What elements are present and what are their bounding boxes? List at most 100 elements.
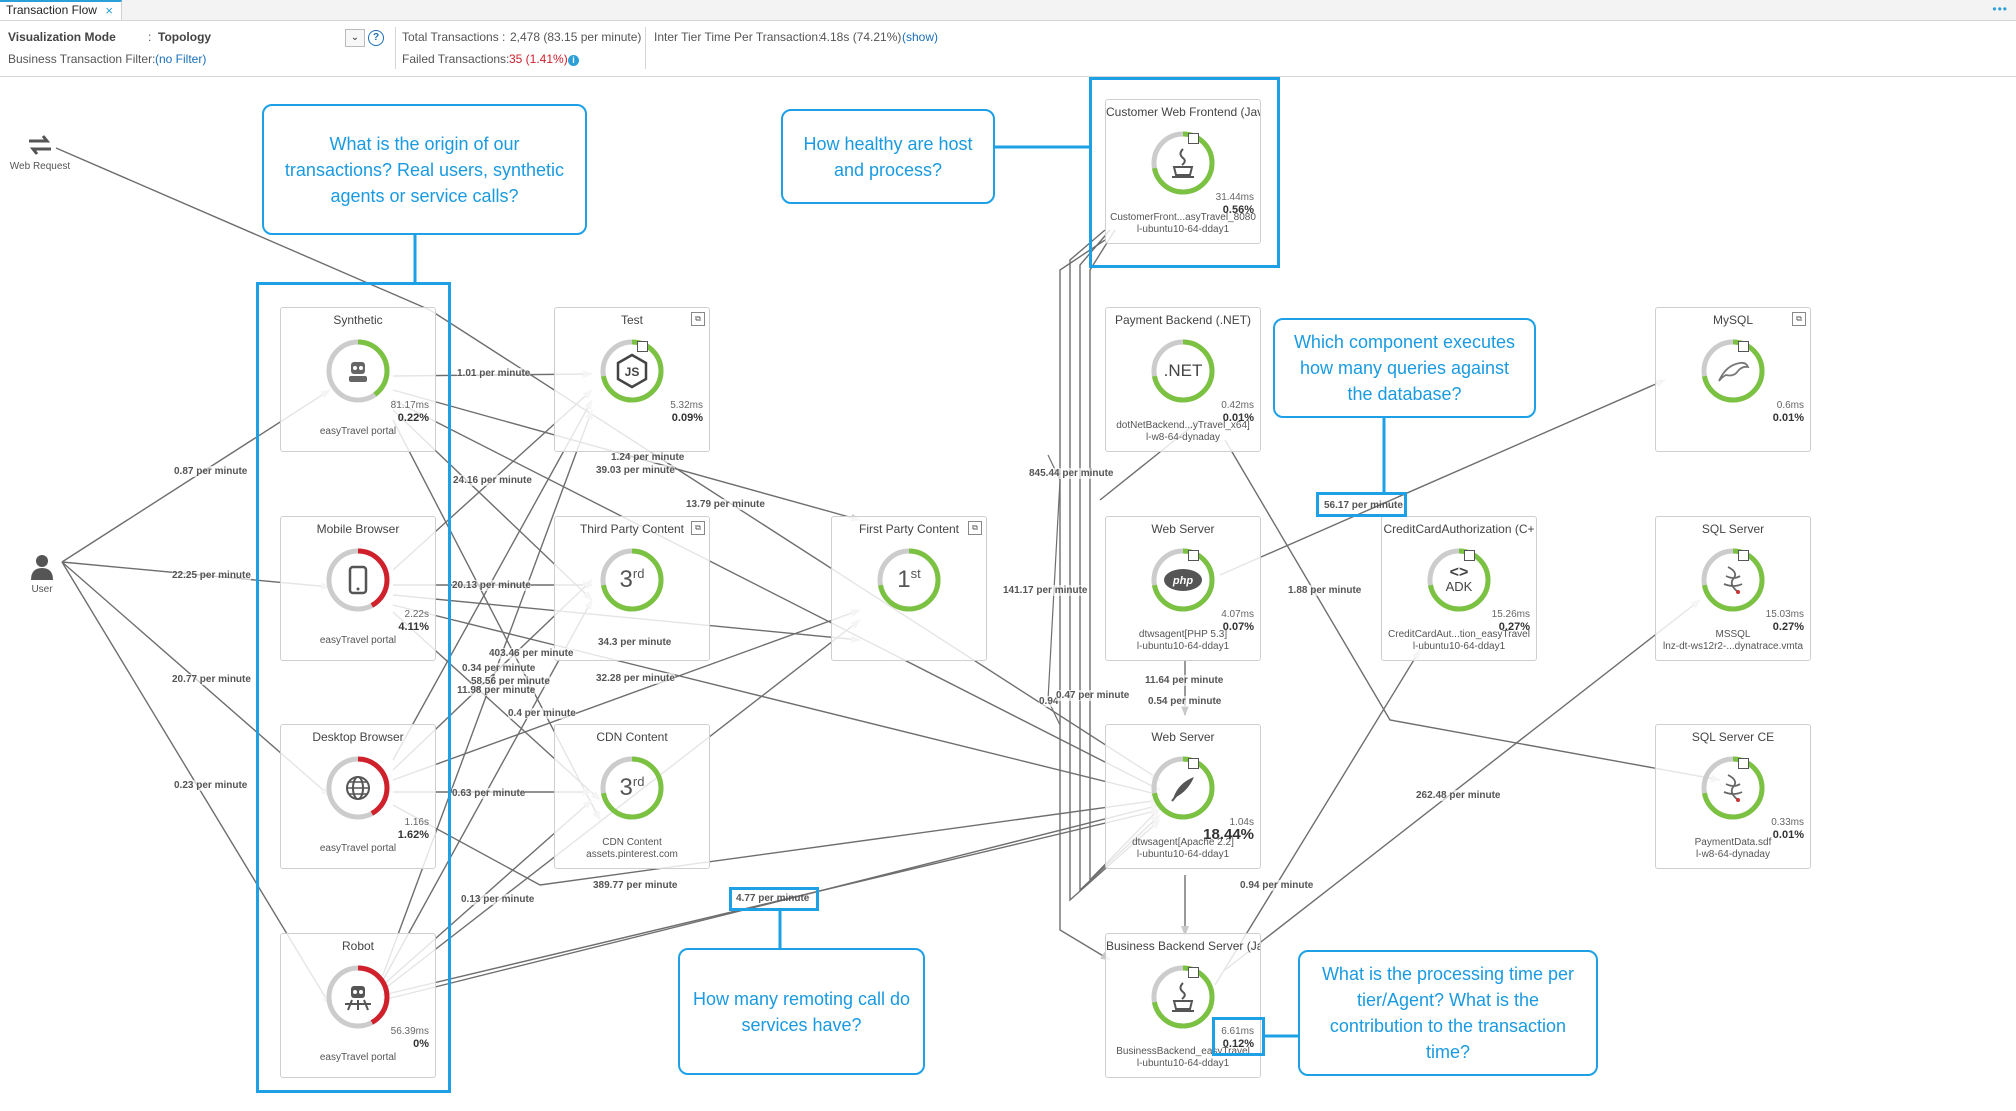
info-icon[interactable]: i	[568, 55, 579, 66]
rate-label: 39.03 per minute	[596, 465, 675, 476]
node-title: MySQL	[1712, 313, 1753, 327]
node-firstparty[interactable]: First Party Content⧉1st	[831, 516, 987, 661]
dotnet-icon: .NET	[1163, 361, 1203, 380]
tab-label: Transaction Flow	[6, 3, 97, 17]
failed-transactions-value[interactable]: 35 (1.41%)	[509, 52, 568, 66]
node-contribution: 0.56%	[1222, 204, 1254, 216]
robot-crawler-icon	[325, 964, 391, 1030]
show-link[interactable]: (show)	[902, 30, 939, 44]
web-request-icon	[29, 135, 51, 155]
third-party-icon: 3rd	[619, 566, 645, 593]
expand-icon[interactable]: ⧉	[1792, 312, 1806, 326]
expand-icon[interactable]: ⧉	[968, 521, 982, 535]
node-contribution: 0.01%	[1772, 829, 1804, 841]
svg-text:JS: JS	[625, 365, 640, 379]
agent-marker-icon	[1738, 758, 1749, 769]
adk-icon: <>ADK	[1445, 564, 1473, 594]
node-response-time: 56.39ms	[390, 1026, 429, 1037]
mysql-dolphin-icon	[1700, 338, 1766, 404]
node-subtitle: CDN Content	[602, 837, 662, 848]
health-ring	[1701, 756, 1765, 820]
node-title: Web Server	[1151, 522, 1215, 536]
node-response-time: 1.04s	[1229, 817, 1254, 828]
node-response-time: 15.03ms	[1765, 609, 1804, 620]
health-ring	[600, 756, 664, 820]
user-source[interactable]: User	[20, 553, 64, 595]
node-host: l-ubuntu10-64-dday1	[1136, 1058, 1230, 1069]
total-transactions-label: Total Transactions :	[402, 30, 506, 44]
node-contribution: 0.01%	[1772, 412, 1804, 424]
node-host: l-w8-64-dynaday	[1696, 849, 1770, 860]
expand-icon[interactable]: ⧉	[691, 521, 705, 535]
visualization-mode-colon: :	[148, 30, 152, 44]
node-title: SQL Server	[1701, 522, 1765, 536]
highlight-remoting-rate: 4.77 per minute	[729, 887, 819, 911]
node-subtitle: PaymentData.sdf	[1694, 837, 1772, 848]
agent-marker-icon	[1464, 550, 1475, 561]
rate-label: 0.54 per minute	[1148, 696, 1222, 707]
rate-label: 22.25 per minute	[172, 570, 251, 581]
node-thirdparty[interactable]: Third Party Content⧉3rd	[554, 516, 710, 661]
edge	[382, 803, 1161, 1001]
node-subtitle: BusinessBackend_easyTravel	[1116, 1046, 1250, 1057]
health-ring	[326, 965, 390, 1029]
node-title: Mobile Browser	[316, 522, 400, 536]
highlight-origin-column	[256, 282, 451, 1093]
rate-label: 11.98 per minute	[457, 685, 536, 696]
java-icon	[1150, 964, 1216, 1030]
node-subtitle: dotNetBackend...yTravel_x64]	[1116, 420, 1250, 431]
node-contribution: 0.01%	[1222, 412, 1254, 424]
node-contribution: 0.09%	[671, 412, 703, 424]
edge	[392, 797, 1161, 886]
expand-icon[interactable]: ⧉	[691, 312, 705, 326]
node-host: lnz-dt-ws12r2-...dynatrace.vmta	[1662, 641, 1804, 652]
callout-healthy: How healthy are host and process?	[781, 109, 995, 204]
svg-text:php: php	[1172, 575, 1193, 587]
more-options-icon[interactable]: •••	[1992, 2, 2008, 16]
node-title: Test	[620, 313, 643, 327]
rate-label: 24.16 per minute	[453, 475, 532, 486]
help-icon[interactable]: ?	[368, 30, 384, 46]
node-subtitle: easyTravel portal	[319, 843, 397, 854]
rate-label: 4.77 per minute	[736, 893, 810, 904]
highlight-processing-time	[1212, 1017, 1265, 1056]
web-request-source[interactable]: Web Request	[8, 132, 72, 172]
edge	[392, 399, 1161, 791]
edge	[392, 609, 861, 781]
chevron-down-icon[interactable]: ⌄	[345, 29, 365, 47]
visualization-mode-value[interactable]: Topology	[158, 30, 212, 44]
node-contribution: 0.27%	[1498, 621, 1530, 633]
node-title: Synthetic	[333, 313, 383, 327]
node-contribution: 1.62%	[397, 829, 429, 841]
node-host: l-ubuntu10-64-dday1	[1136, 641, 1230, 652]
edge	[1224, 439, 1721, 783]
inter-tier-value: 4.18s (74.21%)	[820, 30, 902, 44]
close-icon[interactable]: ×	[105, 3, 113, 18]
node-contribution: 0.07%	[1222, 621, 1254, 633]
health-ring	[1151, 548, 1215, 612]
node-response-time: 81.17ms	[390, 400, 429, 411]
user-icon	[31, 555, 53, 580]
robot-icon	[325, 338, 391, 404]
health-ring	[1151, 756, 1215, 820]
globe-icon	[325, 755, 391, 821]
filter-link[interactable]: (no Filter)	[155, 52, 207, 66]
tab-transaction-flow[interactable]: Transaction Flow ×	[0, 0, 122, 20]
node-title: Business Backend Server (Jav	[1106, 939, 1260, 953]
edge	[1059, 239, 1111, 961]
